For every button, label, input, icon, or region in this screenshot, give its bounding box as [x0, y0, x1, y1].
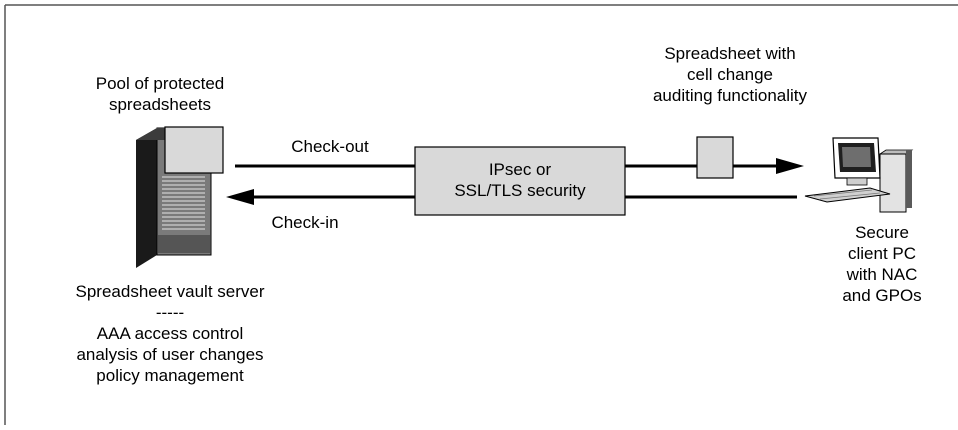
server-line-3: AAA access control	[96, 324, 244, 343]
server-line-4: analysis of user changes	[76, 345, 264, 364]
server-line-1: Spreadsheet vault server	[75, 282, 265, 301]
auditing-line-2: cell change	[686, 65, 773, 84]
auditing-line-3: auditing functionality	[652, 86, 808, 105]
client-line-3: with NAC	[846, 265, 918, 284]
server-tower-icon	[136, 127, 212, 268]
checkin-arrowhead	[226, 189, 254, 205]
security-box-text: IPsec or SSL/TLS security	[415, 159, 625, 201]
client-line-4: and GPOs	[842, 286, 922, 305]
spreadsheet-document-icon	[164, 126, 224, 174]
security-box	[414, 146, 626, 216]
server-label: Spreadsheet vault server ----- AAA acces…	[20, 281, 320, 386]
pool-label: Pool of protected spreadsheets	[40, 73, 280, 115]
auditing-line-1: Spreadsheet with	[664, 44, 796, 63]
pool-label-line-2: spreadsheets	[108, 95, 212, 114]
desktop-pc-icon	[804, 137, 914, 213]
pool-label-line-1: Pool of protected	[95, 74, 225, 93]
security-line-1: IPsec or	[488, 160, 552, 179]
server-line-2: -----	[155, 303, 185, 322]
auditing-label: Spreadsheet with cell change auditing fu…	[620, 43, 840, 106]
client-label: Secure client PC with NAC and GPOs	[812, 222, 952, 306]
client-line-1: Secure	[855, 223, 909, 242]
client-line-2: client PC	[847, 244, 917, 263]
checkout-arrowhead	[776, 158, 804, 174]
security-line-2: SSL/TLS security	[454, 181, 586, 200]
checkin-label: Check-in	[271, 213, 339, 232]
auditing-document-icon	[696, 136, 734, 179]
checkout-label: Check-out	[291, 137, 369, 156]
server-line-5: policy management	[96, 366, 244, 385]
